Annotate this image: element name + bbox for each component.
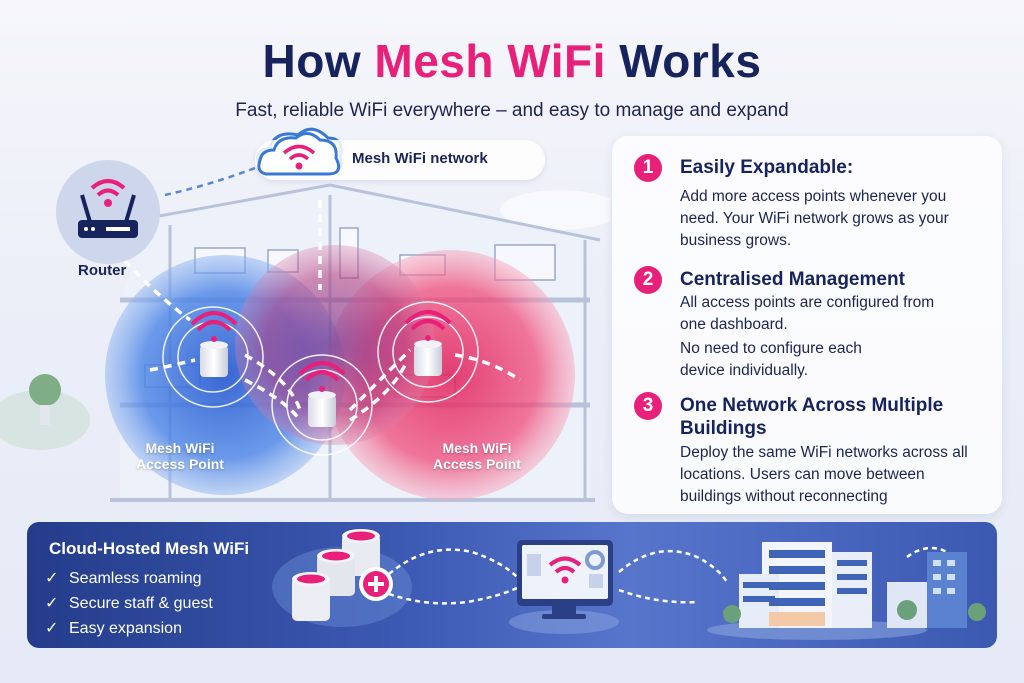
wifi-cloud-icon bbox=[257, 132, 341, 176]
features-card: 1 Easily Expandable: Add more access poi… bbox=[612, 136, 1002, 514]
title-accent: Mesh WiFi bbox=[374, 35, 606, 87]
feature-body: Deploy the same WiFi networks across all… bbox=[680, 444, 968, 505]
benefit-item: ✓ Seamless roaming bbox=[45, 566, 213, 591]
access-point-icon bbox=[404, 310, 452, 376]
coverage-zone-center bbox=[235, 245, 435, 445]
page-title: How Mesh WiFi Works bbox=[0, 34, 1024, 88]
router-icon bbox=[56, 160, 160, 264]
title-part-1: How bbox=[262, 35, 375, 87]
ap-label-line1: Mesh WiFi bbox=[442, 440, 512, 456]
router-label: Router bbox=[78, 262, 127, 279]
feature-body: All access points are configured from on… bbox=[680, 294, 935, 333]
benefit-text: Secure staff & guest bbox=[69, 595, 213, 612]
connection-lines bbox=[388, 546, 948, 605]
office-buildings-icon bbox=[707, 542, 986, 640]
banner-title: Cloud-Hosted Mesh WiFi bbox=[49, 539, 250, 558]
feature-number-badge: 1 bbox=[634, 154, 662, 182]
benefit-item: ✓ Easy expansion bbox=[45, 616, 213, 641]
check-icon: ✓ bbox=[45, 570, 59, 587]
page-subtitle: Fast, reliable WiFi everywhere – and eas… bbox=[235, 100, 789, 121]
ap-label-line2: Access Point bbox=[136, 456, 224, 472]
access-point-icon bbox=[298, 361, 346, 427]
check-icon: ✓ bbox=[45, 595, 59, 612]
ap-label-line2: Access Point bbox=[433, 456, 521, 472]
access-point-label-right: Mesh WiFi Access Point bbox=[417, 440, 537, 472]
title-part-2: Works bbox=[605, 35, 762, 87]
feature-title: One Network Across Multiple Buildings bbox=[680, 395, 944, 439]
cloud-hosted-banner: Cloud-Hosted Mesh WiFi ✓ Seamless roaming… bbox=[27, 522, 997, 648]
house-illustration bbox=[0, 127, 610, 502]
banner-benefits-list: ✓Seamless roaming ✓Secure staff & guest … bbox=[45, 566, 213, 641]
add-access-point-icon bbox=[359, 567, 393, 601]
feature-body-secondary: No need to configure each device individ… bbox=[680, 340, 862, 379]
benefit-item: ✓ Secure staff & guest bbox=[45, 591, 213, 616]
access-point-label-left: Mesh WiFi Access Point bbox=[120, 440, 240, 472]
feature-title: Centralised Management bbox=[680, 269, 905, 290]
mesh-links bbox=[113, 200, 521, 422]
access-point-icon bbox=[190, 311, 238, 377]
feature-number-badge: 3 bbox=[634, 392, 662, 420]
benefit-text: Seamless roaming bbox=[69, 570, 202, 587]
feature-body: Add more access points whenever you need… bbox=[680, 188, 949, 249]
mesh-network-label: Mesh WiFi network bbox=[352, 150, 488, 167]
access-point-stack-icon bbox=[292, 529, 380, 621]
dashboard-monitor-icon bbox=[509, 540, 619, 634]
banner-illustration bbox=[272, 529, 986, 640]
feature-number-badge: 2 bbox=[634, 266, 662, 294]
check-icon: ✓ bbox=[45, 620, 59, 637]
feature-title: Easily Expandable: bbox=[680, 157, 854, 178]
benefit-text: Easy expansion bbox=[69, 620, 182, 637]
ap-label-line1: Mesh WiFi bbox=[145, 440, 215, 456]
tree-decoration bbox=[29, 374, 61, 425]
